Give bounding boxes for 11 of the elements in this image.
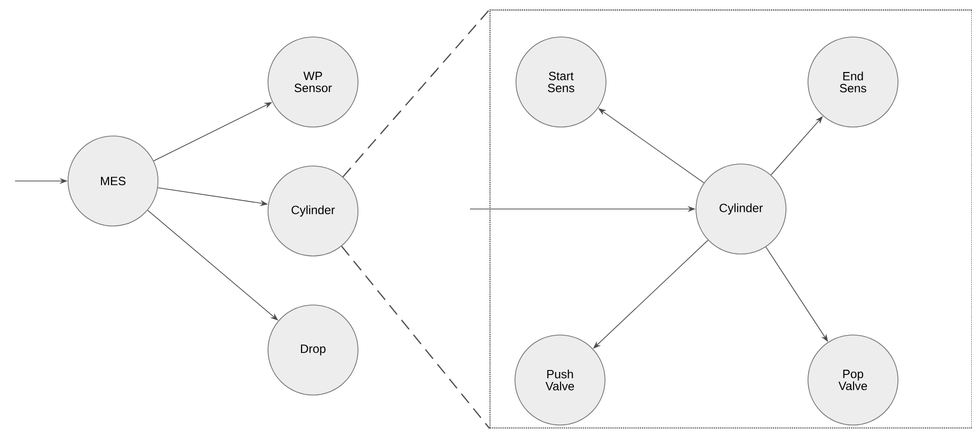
zoom-line: [341, 246, 490, 429]
circle-node: Pop Valve: [808, 334, 898, 426]
circle-node: Push Valve: [514, 334, 606, 426]
circle-node: Cylinder: [696, 164, 786, 254]
circle-node: Drop: [268, 304, 358, 396]
zoom-line: [342, 9, 490, 178]
circle-node: End Sens: [808, 36, 898, 128]
circle-node: Cylinder: [268, 166, 358, 256]
circle-node: Start Sens: [516, 36, 606, 128]
circle-node: WP Sensor: [268, 36, 358, 128]
circle-node: MES: [68, 136, 158, 226]
